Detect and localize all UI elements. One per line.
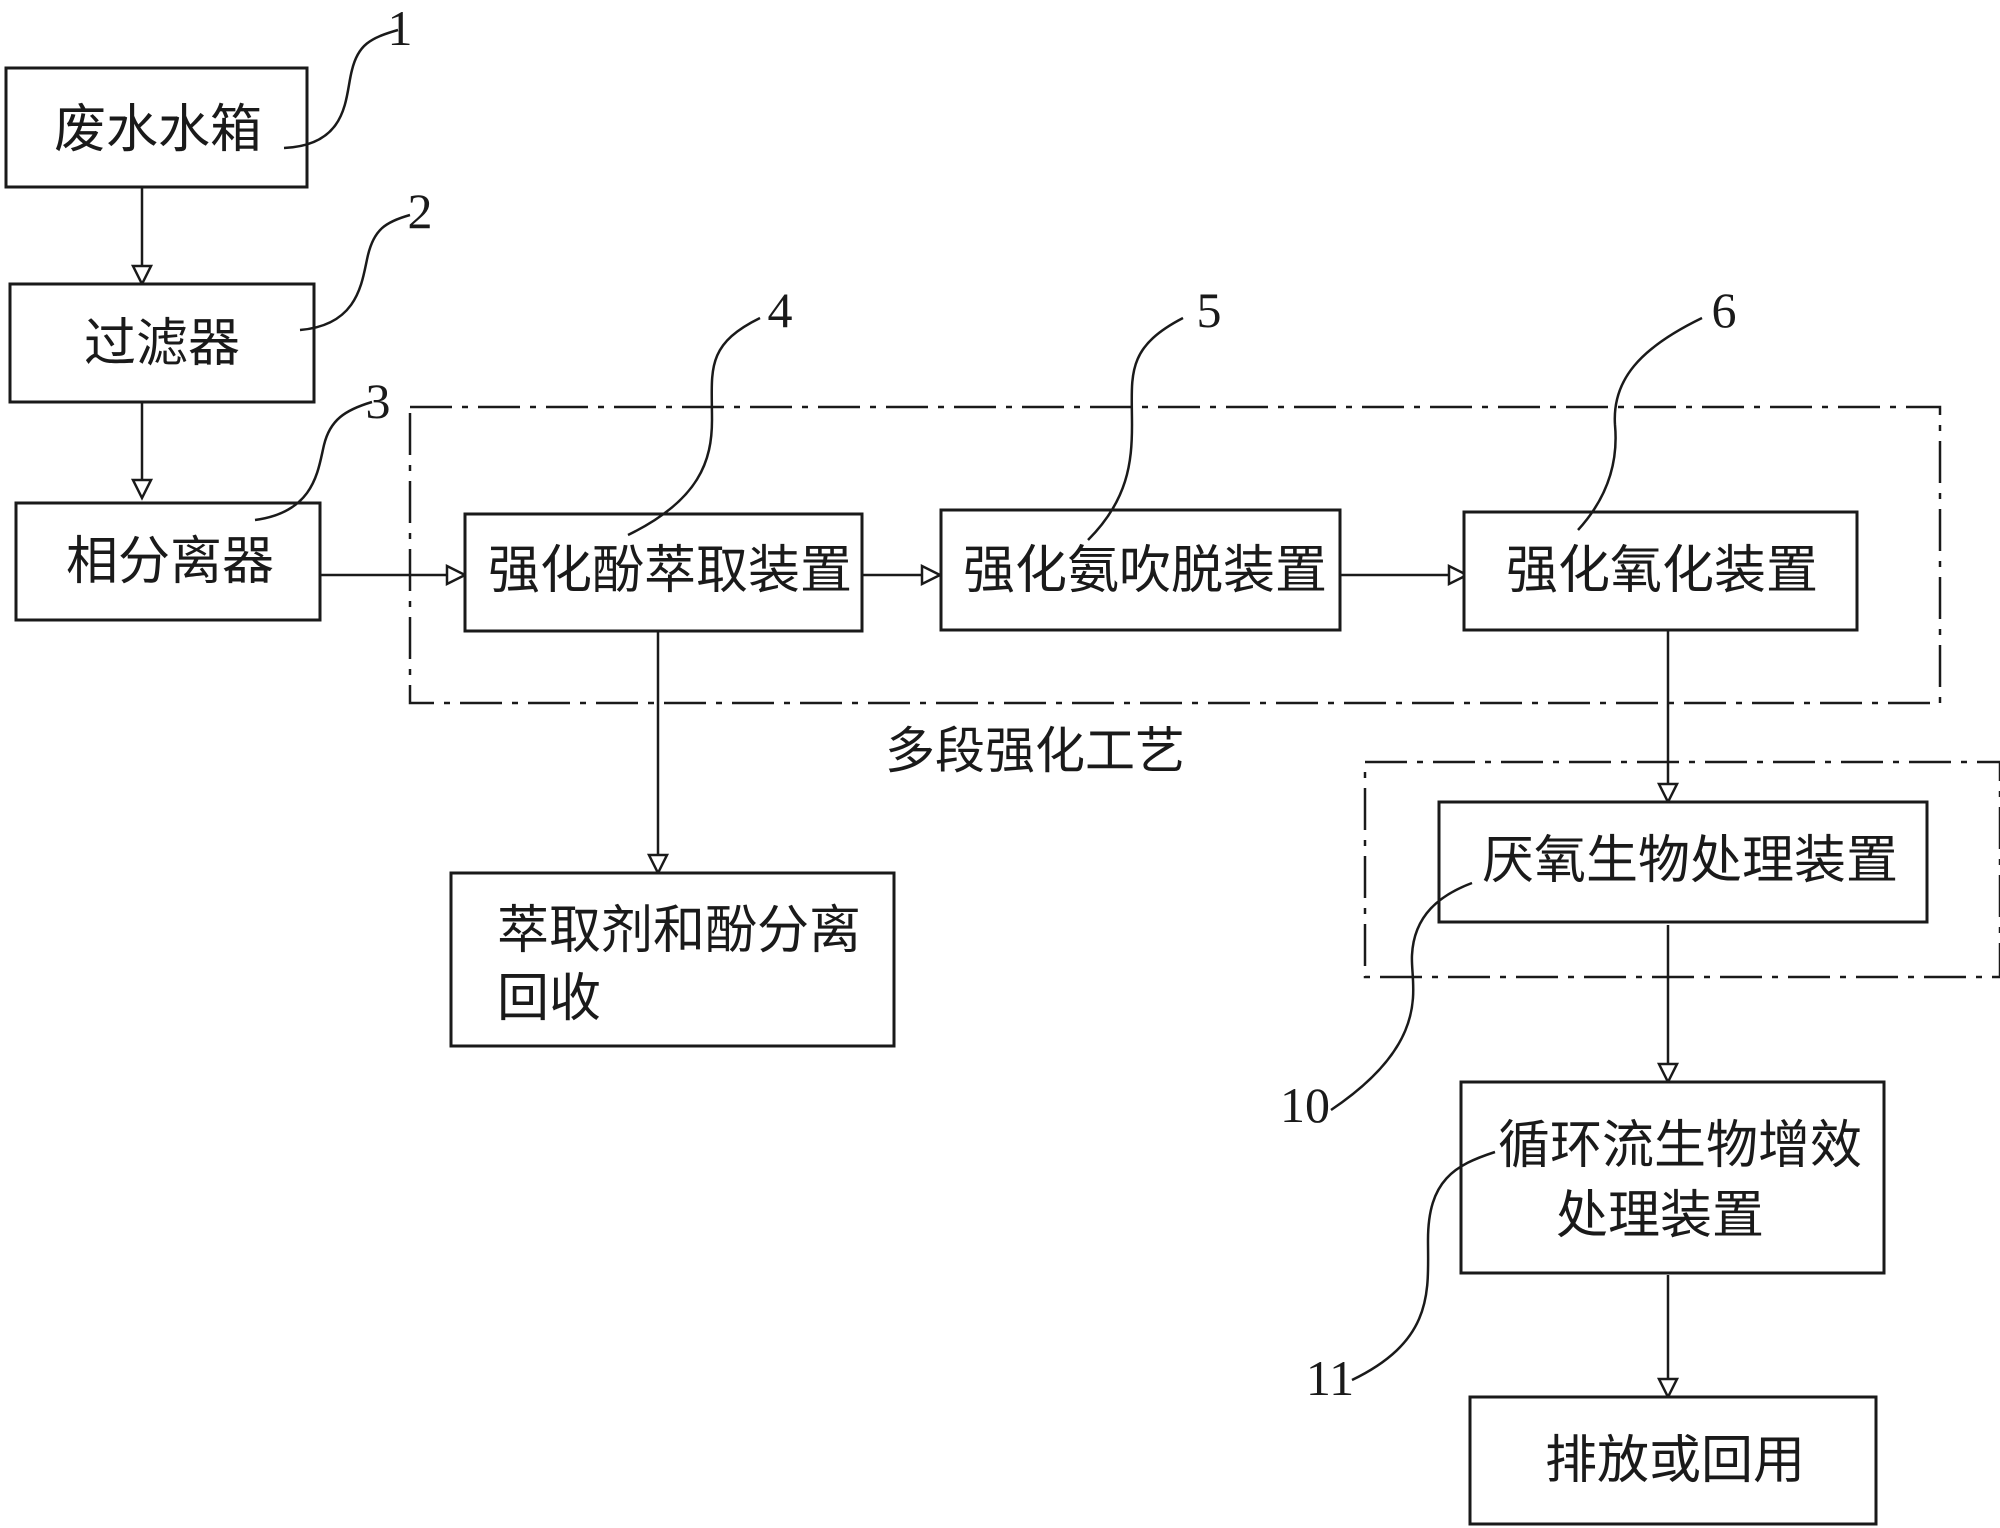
leader-line-5 bbox=[1087, 316, 1184, 541]
leader-line-3 bbox=[254, 400, 373, 522]
filter-label: 过滤器 bbox=[84, 314, 240, 374]
arrow-head-icon bbox=[130, 478, 154, 501]
ref-number-10: 10 bbox=[1280, 1077, 1330, 1133]
arrow-head-icon bbox=[1656, 782, 1680, 805]
leader-line-10 bbox=[1330, 881, 1473, 1112]
leader-line-2 bbox=[299, 213, 411, 332]
arrow-head-icon bbox=[445, 563, 468, 587]
arrow-head-icon bbox=[646, 853, 670, 876]
wastewater-tank-label: 废水水箱 bbox=[54, 100, 262, 160]
ammonia-stripping-label: 强化氨吹脱装置 bbox=[963, 541, 1327, 601]
ammonia-stripping-box bbox=[939, 508, 1342, 632]
phenol-extraction-box bbox=[463, 512, 864, 633]
circulating-bio-label-line2: 处理装置 bbox=[1556, 1186, 1764, 1246]
circulating-bio-box bbox=[1459, 1080, 1886, 1275]
leader-line-6 bbox=[1577, 316, 1703, 531]
ref-number-5: 5 bbox=[1197, 282, 1222, 338]
discharge-box bbox=[1468, 1395, 1878, 1526]
arrow-head-icon bbox=[1447, 563, 1470, 587]
extractant-recovery-label-line2: 回收 bbox=[497, 969, 601, 1029]
anaerobic-label: 厌氧生物处理装置 bbox=[1482, 831, 1898, 891]
phase-separator-box bbox=[14, 501, 322, 622]
ref-number-11: 11 bbox=[1306, 1350, 1354, 1406]
connectors bbox=[140, 187, 1670, 1379]
circulating-bio-label-line1: 循环流生物增效 bbox=[1498, 1116, 1862, 1176]
wastewater-tank-box bbox=[4, 66, 309, 189]
multi-stage-group-frame bbox=[408, 405, 1942, 705]
anaerobic-group-frame bbox=[1363, 760, 2000, 979]
arrow-head-icon bbox=[920, 563, 943, 587]
arrow-heads bbox=[130, 264, 1680, 1400]
extractant-recovery-box bbox=[449, 871, 896, 1048]
phase-separator-label: 相分离器 bbox=[66, 532, 274, 592]
leader-line-4 bbox=[627, 316, 761, 537]
leader-line-11 bbox=[1351, 1150, 1496, 1382]
oxidation-box bbox=[1462, 510, 1859, 632]
ref-number-1: 1 bbox=[388, 0, 413, 56]
ref-number-3: 3 bbox=[366, 373, 391, 429]
arrow-head-icon bbox=[1656, 1062, 1680, 1085]
multi-stage-group-label: 多段强化工艺 bbox=[885, 722, 1185, 780]
ref-number-6: 6 bbox=[1712, 282, 1737, 338]
leader-line-1 bbox=[283, 28, 399, 150]
arrow-head-icon bbox=[1656, 1377, 1680, 1400]
extractant-recovery-label-line1: 萃取剂和酚分离 bbox=[497, 901, 861, 961]
filter-box bbox=[8, 282, 316, 404]
phenol-extraction-label: 强化酚萃取装置 bbox=[488, 541, 852, 601]
leader-lines bbox=[254, 28, 1703, 1382]
ref-number-4: 4 bbox=[768, 282, 793, 338]
ref-number-2: 2 bbox=[408, 183, 433, 239]
anaerobic-box bbox=[1437, 800, 1929, 924]
oxidation-label: 强化氧化装置 bbox=[1506, 541, 1818, 601]
arrow-head-icon bbox=[130, 264, 154, 287]
discharge-label: 排放或回用 bbox=[1545, 1431, 1805, 1491]
